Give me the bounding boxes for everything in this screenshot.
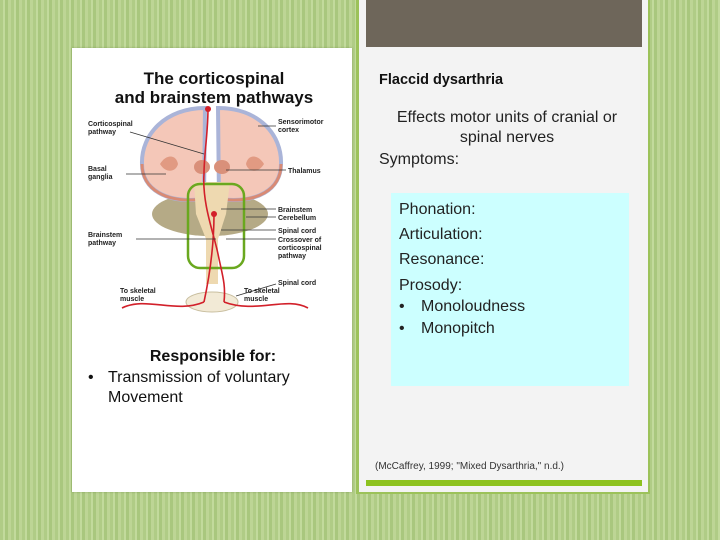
label-spinal-cord: Spinal cord bbox=[278, 228, 316, 235]
label-sensorimotor: Sensorimotor bbox=[278, 119, 324, 126]
diagram-panel: The corticospinal and brainstem pathways bbox=[72, 48, 352, 492]
bullet-item: • Transmission of voluntary Movement bbox=[82, 368, 344, 408]
label-skeletal-left: To skeletal bbox=[120, 288, 156, 295]
symptom-box: Phonation: Articulation: Resonance: Pros… bbox=[391, 193, 629, 386]
prosody-bullet: • Monoloudness bbox=[399, 298, 525, 316]
label-basal: Basal bbox=[88, 166, 107, 173]
symptom-prosody: Prosody: bbox=[399, 277, 463, 294]
label-skeletal-right-2: muscle bbox=[244, 296, 268, 303]
label-crossover: Crossover of bbox=[278, 237, 322, 244]
bullet-text-line2: Movement bbox=[108, 389, 183, 406]
symptoms-label: Symptoms: bbox=[379, 151, 460, 168]
label-corticospinal: Corticospinal bbox=[88, 121, 133, 128]
symptom-phonation: Phonation: bbox=[399, 201, 476, 218]
symptom-resonance: Resonance: bbox=[399, 251, 485, 268]
accent-bar bbox=[366, 480, 642, 486]
prosody-bullet: • Monopitch bbox=[399, 320, 495, 338]
symptom-articulation: Articulation: bbox=[399, 226, 483, 243]
bullet-text-line1: Transmission of voluntary bbox=[108, 369, 290, 386]
responsible-title: Responsible for: bbox=[149, 348, 277, 365]
diagram-title-line2: and brainstem pathways bbox=[115, 88, 313, 107]
label-thalamus: Thalamus bbox=[288, 168, 321, 175]
slide-title: Flaccid dysarthria bbox=[379, 72, 504, 88]
content-panel: Flaccid dysarthria Effects motor units o… bbox=[359, 0, 648, 492]
bullet-dot: • bbox=[88, 369, 94, 386]
label-cerebellum: Cerebellum bbox=[278, 215, 316, 222]
diagram-title-line1: The corticospinal bbox=[144, 69, 285, 88]
label-brainstem-pathway-2: pathway bbox=[88, 240, 116, 247]
header-bar bbox=[366, 0, 642, 47]
bullet-dot: • bbox=[399, 320, 405, 337]
label-brainstem-pathway: Brainstem bbox=[88, 232, 122, 239]
bullet-text: Transmission of voluntary Movement bbox=[108, 368, 290, 408]
bullet-dot: • bbox=[399, 298, 405, 315]
label-sensorimotor-2: cortex bbox=[278, 127, 299, 134]
label-crossover-3: pathway bbox=[278, 253, 306, 260]
responsible-section: Responsible for: • Transmission of volun… bbox=[82, 348, 344, 408]
label-basal-2: ganglia bbox=[88, 174, 113, 181]
corticospinal-pathway-diagram: The corticospinal and brainstem pathways bbox=[88, 69, 324, 313]
label-crossover-2: corticospinal bbox=[278, 245, 322, 252]
label-corticospinal-2: pathway bbox=[88, 129, 116, 136]
citation: (McCaffrey, 1999; "Mixed Dysarthria," n.… bbox=[375, 461, 565, 472]
label-spinal-cord-2: Spinal cord bbox=[278, 280, 316, 287]
prosody-monoloudness: Monoloudness bbox=[421, 298, 526, 315]
prosody-monopitch: Monopitch bbox=[421, 320, 495, 337]
label-skeletal-left-2: muscle bbox=[120, 296, 144, 303]
description: Effects motor units of cranial or spinal… bbox=[396, 109, 618, 146]
label-brainstem: Brainstem bbox=[278, 207, 312, 214]
label-skeletal-right: To skeletal bbox=[244, 288, 280, 295]
